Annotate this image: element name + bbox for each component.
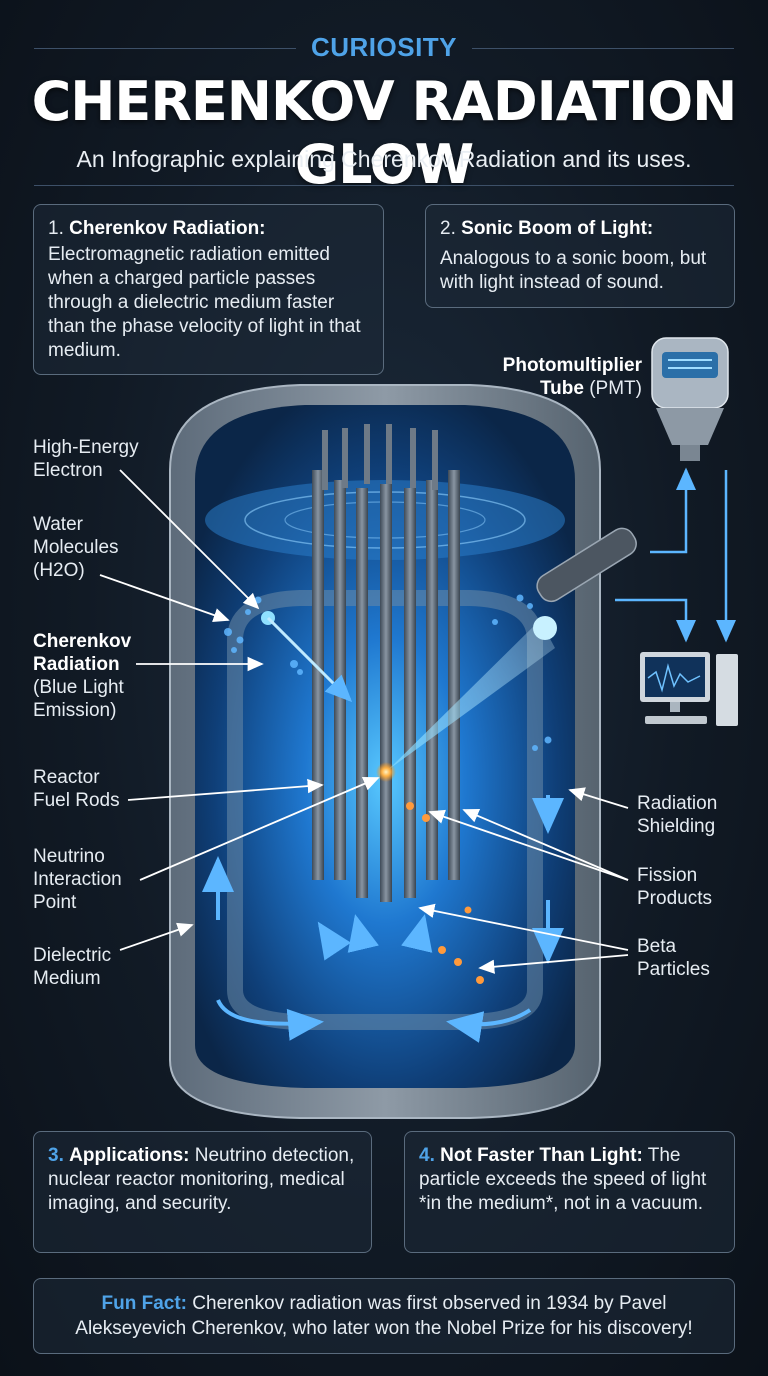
label-neutrino-interaction-point: Neutrino Interaction Point (33, 845, 122, 914)
header-kicker: CURIOSITY (310, 32, 458, 62)
label-text: Cherenkov (33, 631, 132, 652)
label-water-molecules: Water Molecules (H2O) (33, 513, 119, 582)
label-dielectric-medium: Dielectric Medium (33, 944, 111, 990)
fun-fact-text: Cherenkov radiation was first observed i… (75, 1293, 693, 1339)
label-text: Electron (33, 460, 103, 481)
card-number: 2. (440, 218, 456, 239)
card-number: 4. (419, 1145, 435, 1166)
card-heading: Not Faster Than Light: (440, 1145, 643, 1166)
label-text: Radiation (637, 793, 718, 814)
label-text: Shielding (637, 816, 716, 837)
card-body: The particle exceeds the speed of light … (419, 1145, 707, 1214)
label-radiation-shielding: Radiation Shielding (637, 792, 717, 838)
card-body: Analogous to a sonic boom, but with ligh… (440, 248, 707, 293)
computer-monitor (640, 652, 738, 726)
card-number: 3. (48, 1145, 64, 1166)
label-fission-products: Fission Products (637, 864, 712, 910)
label-reactor-fuel-rods: Reactor Fuel Rods (33, 766, 120, 812)
photomultiplier-tube (651, 337, 729, 461)
fuel-rods (312, 424, 460, 902)
label-text: Medium (33, 968, 101, 989)
label-photomultiplier-tube: Photomultiplier Tube (PMT) (470, 354, 642, 400)
card-applications: 3. Applications: Neutrino detection, nuc… (33, 1131, 372, 1253)
card-heading: Cherenkov Radiation: (69, 218, 266, 239)
label-text: Reactor (33, 767, 100, 788)
label-text: Neutrino (33, 846, 105, 867)
page-subtitle: An Infographic explaining Cherenkov Radi… (76, 146, 692, 172)
card-sonic-boom: 2. Sonic Boom of Light: Analogous to a s… (425, 204, 735, 308)
label-pointers (99, 469, 629, 974)
label-text: Water (33, 514, 83, 535)
label-text: Radiation (33, 654, 120, 675)
card-cherenkov-radiation: 1. Cherenkov Radiation: Electromagnetic … (33, 204, 384, 375)
label-high-energy-electron: High-Energy Electron (33, 436, 139, 482)
particle-dots (406, 802, 484, 984)
label-text: Interaction (33, 869, 122, 890)
label-text: Molecules (33, 537, 119, 558)
header-rule-right (472, 48, 734, 49)
label-text: Emission) (33, 700, 117, 721)
label-text: Beta (637, 936, 677, 957)
label-text: Photomultiplier (502, 355, 642, 376)
label-text: (Blue Light (33, 677, 124, 698)
header-rule-bottom (34, 185, 734, 186)
label-text: Products (637, 888, 712, 909)
card-body: Electromagnetic radiation emitted when a… (48, 244, 361, 361)
fun-fact-box: Fun Fact: Cherenkov radiation was first … (33, 1278, 735, 1354)
card-body: Neutrino detection, nuclear reactor moni… (48, 1145, 355, 1214)
header-rule-left (34, 48, 296, 49)
fun-fact-label: Fun Fact: (101, 1293, 188, 1314)
label-text: Tube (539, 378, 584, 399)
label-text: Point (33, 892, 77, 913)
label-text: (H2O) (33, 560, 85, 581)
pmt-probe (388, 527, 637, 770)
label-text: Fuel Rods (33, 790, 120, 811)
circulation-arrows (202, 795, 564, 1043)
label-text: High-Energy (33, 437, 139, 458)
card-heading: Sonic Boom of Light: (461, 218, 654, 239)
label-text: Dielectric (33, 945, 112, 966)
card-number: 1. (48, 218, 64, 239)
label-text: (PMT) (589, 378, 642, 399)
label-text: Fission (637, 865, 698, 886)
card-heading: Applications: (69, 1145, 190, 1166)
signal-arrows (615, 467, 736, 643)
label-beta-particles: Beta Particles (637, 935, 710, 981)
label-cherenkov-radiation: Cherenkov Radiation (Blue Light Emission… (33, 630, 131, 722)
label-text: Particles (637, 959, 710, 980)
neutrino-interaction-point (376, 762, 396, 782)
card-not-faster-than-light: 4. Not Faster Than Light: The particle e… (404, 1131, 735, 1253)
